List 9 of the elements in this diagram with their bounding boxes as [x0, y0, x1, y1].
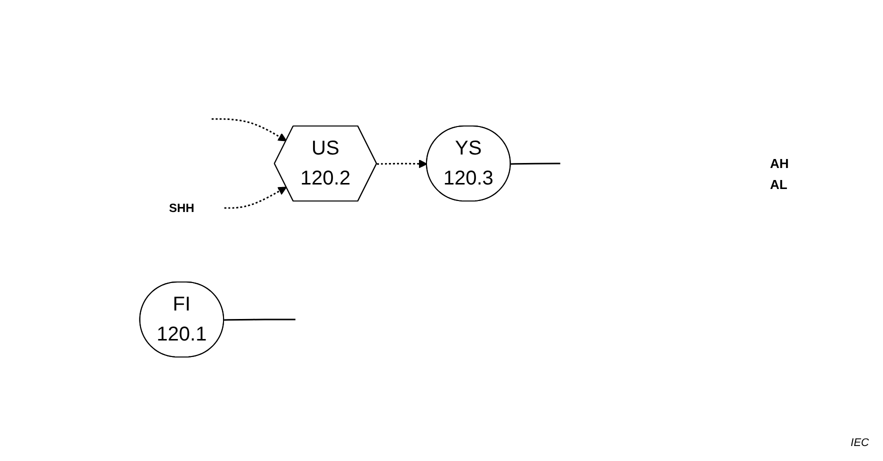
- arrow: [377, 159, 428, 168]
- source-mark: IEC: [850, 437, 869, 449]
- signal-label: AH: [770, 156, 789, 171]
- node-text: SHH: [169, 200, 195, 215]
- signal-label: AL: [770, 177, 788, 192]
- connector: [224, 318, 296, 321]
- arrow: [212, 118, 288, 142]
- connector: [511, 162, 561, 165]
- arrow: [224, 186, 288, 209]
